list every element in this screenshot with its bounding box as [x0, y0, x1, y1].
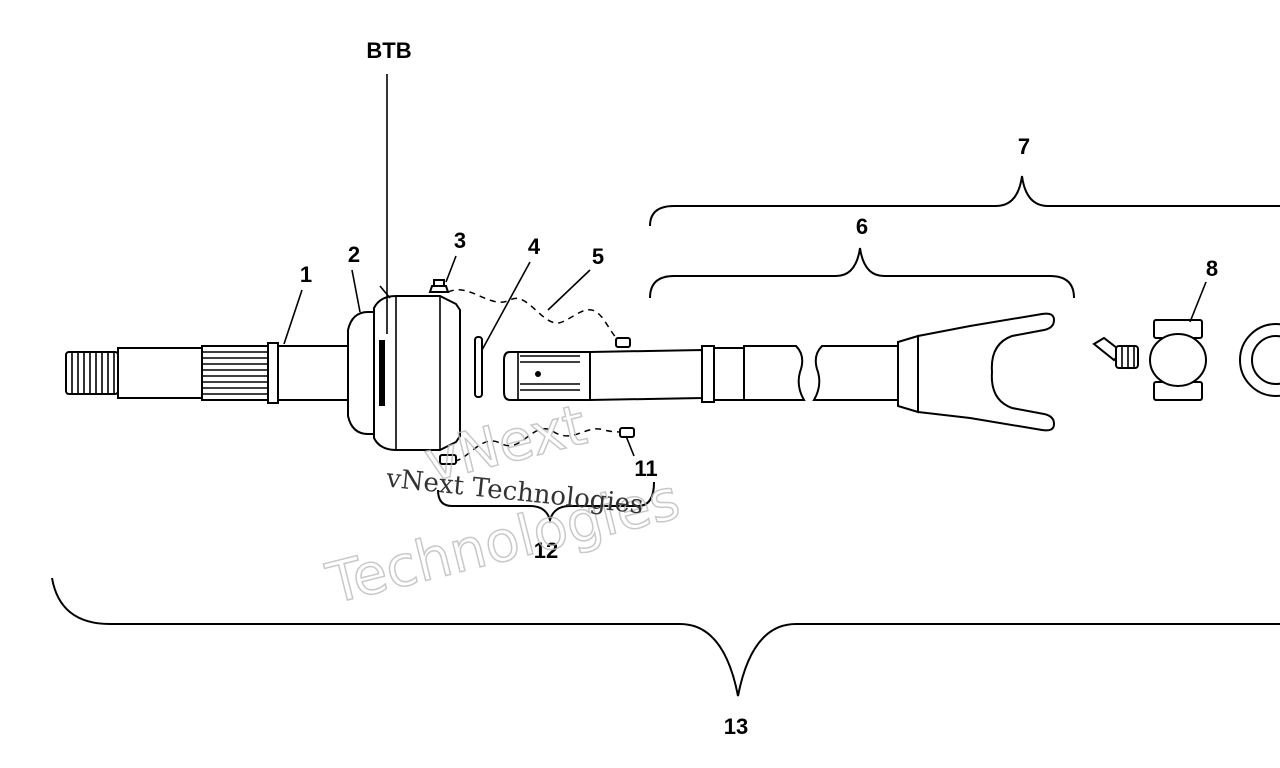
retaining-clip-part-3 [428, 279, 450, 293]
brace-6 [649, 247, 1075, 299]
callout-1: 1 [300, 262, 312, 287]
cv-joint-housing-part-2 [347, 295, 461, 451]
grease-fitting [1092, 336, 1139, 369]
snap-ring-part-4 [474, 336, 483, 398]
bearing-cup [1239, 323, 1280, 397]
leader-lines [283, 74, 1207, 457]
callout-8: 8 [1206, 256, 1218, 281]
brace-12 [437, 481, 655, 524]
callout-7: 7 [1018, 134, 1030, 159]
stub-shaft-part-1 [65, 342, 349, 404]
callout-btb: BTB [366, 38, 411, 63]
brace-13 [51, 577, 1280, 697]
ball-path-part-5-upper [447, 289, 623, 343]
callout-5: 5 [592, 244, 604, 269]
callout-6: 6 [856, 214, 868, 239]
u-joint-cross-part-8 [1149, 319, 1207, 401]
callout-11: 11 [634, 456, 657, 481]
ball-part-11 [619, 427, 635, 438]
callout-4: 4 [528, 234, 541, 259]
callout-3: 3 [454, 228, 466, 253]
callout-13: 13 [724, 714, 748, 739]
lower-clip [439, 454, 457, 465]
brace-7 [649, 175, 1280, 227]
driveshaft-part-6 [503, 312, 1056, 432]
ball-path-part-5-lower [443, 428, 625, 463]
callout-2: 2 [348, 242, 360, 267]
callout-12: 12 [534, 538, 558, 563]
ball-part-5 [615, 337, 631, 348]
